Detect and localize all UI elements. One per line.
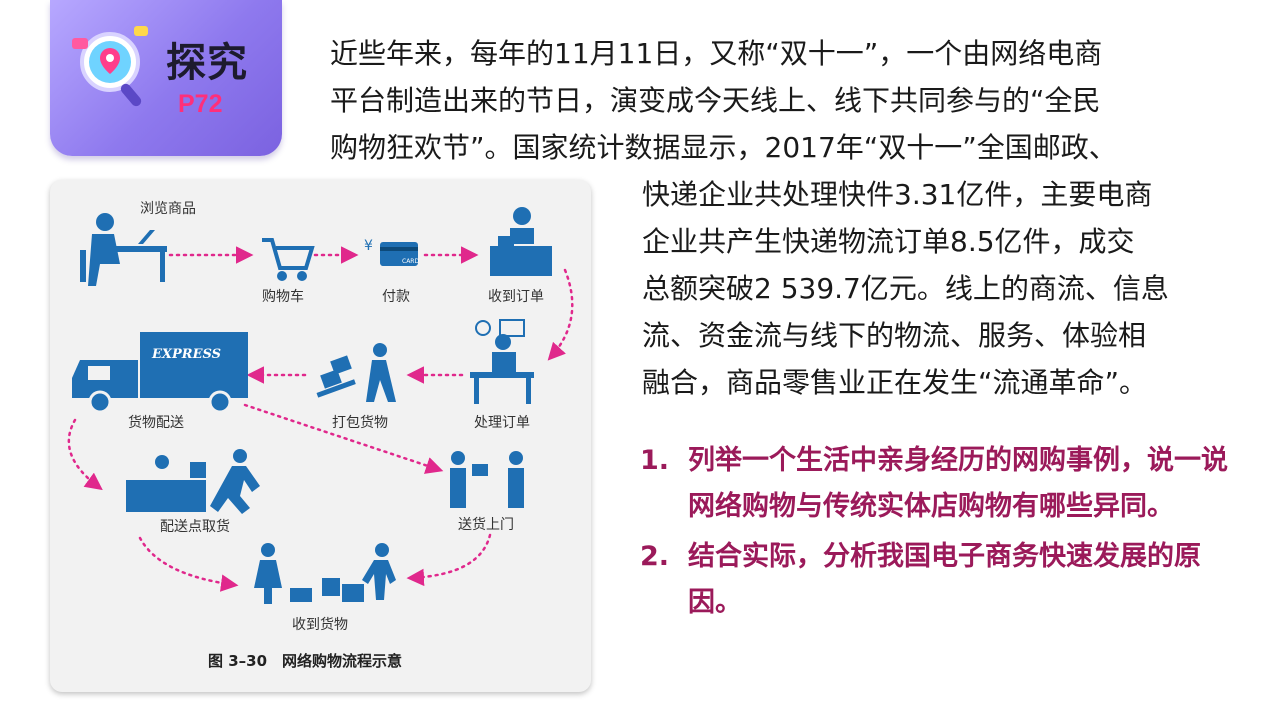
- browsing-person-icon: [80, 213, 167, 286]
- step-label-received: 收到货物: [292, 616, 348, 633]
- step-label-process-order: 处理订单: [474, 415, 530, 431]
- figure-caption: 图 3–30 网络购物流程示意: [208, 652, 402, 670]
- processing-order-icon: [470, 319, 534, 404]
- express-truck-icon: EXPRESS: [72, 332, 248, 414]
- question-number: 2.: [640, 541, 670, 572]
- pickup-point-icon: [126, 449, 260, 514]
- shopping-flow-figure: 浏览商品 购物车 CARD ¥ 付款 收到订单: [50, 180, 591, 692]
- badge-title: 探究: [166, 40, 248, 86]
- explore-badge: 探究 P72: [50, 0, 282, 156]
- arrow-door-received: [406, 533, 492, 587]
- payment-card-icon: CARD ¥: [364, 238, 419, 266]
- flow-arrows: [67, 246, 574, 592]
- question-text: 列举一个生活中亲身经历的网购事例，说一说网络购物与传统实体店购物有哪些异同。: [688, 445, 1228, 522]
- card-text: CARD: [402, 258, 419, 265]
- step-label-pickup: 配送点取货: [160, 518, 230, 535]
- step-label-cart: 购物车: [262, 288, 304, 305]
- paragraph-line: 购物狂欢节”。国家统计数据显示，2017年“双十一”全国邮政、: [330, 131, 1117, 164]
- received-goods-icon: [254, 543, 396, 604]
- paragraph-line: 平台制造出来的节日，演变成今天线上、线下共同参与的“全民: [330, 84, 1101, 117]
- badge-page-number: P72: [178, 90, 223, 118]
- step-label-door: 送货上门: [458, 516, 514, 533]
- question-number: 1.: [640, 445, 670, 476]
- search-map-icon: [72, 26, 148, 107]
- paragraph-line: 融合，商品零售业正在发生“流通革命”。: [642, 366, 1148, 399]
- question-list: 1. 列举一个生活中亲身经历的网购事例，说一说网络购物与传统实体店购物有哪些异同…: [640, 438, 1240, 630]
- paragraph-line: 总额突破2 539.7亿元。线上的商流、信息: [642, 272, 1169, 305]
- paragraph-line: 流、资金流与线下的物流、服务、体验相: [642, 319, 1147, 352]
- paragraph-line: 近些年来，每年的11月11日，又称“双十一”，一个由网络电商: [330, 37, 1103, 70]
- question-item: 2. 结合实际，分析我国电子商务快速发展的原因。: [640, 534, 1240, 626]
- yen-sign: ¥: [364, 238, 373, 254]
- step-label-receive-order: 收到订单: [488, 289, 544, 305]
- order-operator-icon: [490, 207, 552, 276]
- paragraph-line: 快递企业共处理快件3.31亿件，主要电商: [642, 178, 1153, 211]
- step-label-pay: 付款: [382, 289, 410, 305]
- flow-diagram: 浏览商品 购物车 CARD ¥ 付款 收到订单: [67, 201, 574, 670]
- packing-goods-icon: [316, 343, 396, 402]
- question-text: 结合实际，分析我国电子商务快速发展的原因。: [688, 541, 1201, 618]
- truck-text: EXPRESS: [151, 347, 221, 362]
- intro-paragraph-right: 快递企业共处理快件3.31亿件，主要电商 企业共产生快递物流订单8.5亿件，成交…: [642, 171, 1169, 406]
- arrow-delivery-pickup: [67, 418, 103, 491]
- arrow-pickup-received: [138, 536, 239, 592]
- arrow-order-process: [547, 268, 574, 361]
- paragraph-line: 企业共产生快递物流订单8.5亿件，成交: [642, 225, 1135, 258]
- step-label-pack: 打包货物: [332, 414, 388, 431]
- intro-paragraph-top: 近些年来，每年的11月11日，又称“双十一”，一个由网络电商 平台制造出来的节日…: [330, 30, 1117, 171]
- arrow-delivery-door: [243, 403, 444, 474]
- door-delivery-icon: [450, 451, 524, 508]
- question-item: 1. 列举一个生活中亲身经历的网购事例，说一说网络购物与传统实体店购物有哪些异同…: [640, 438, 1240, 530]
- step-label-browse: 浏览商品: [140, 201, 196, 217]
- shopping-cart-icon: [262, 238, 315, 281]
- step-label-delivery: 货物配送: [128, 414, 184, 431]
